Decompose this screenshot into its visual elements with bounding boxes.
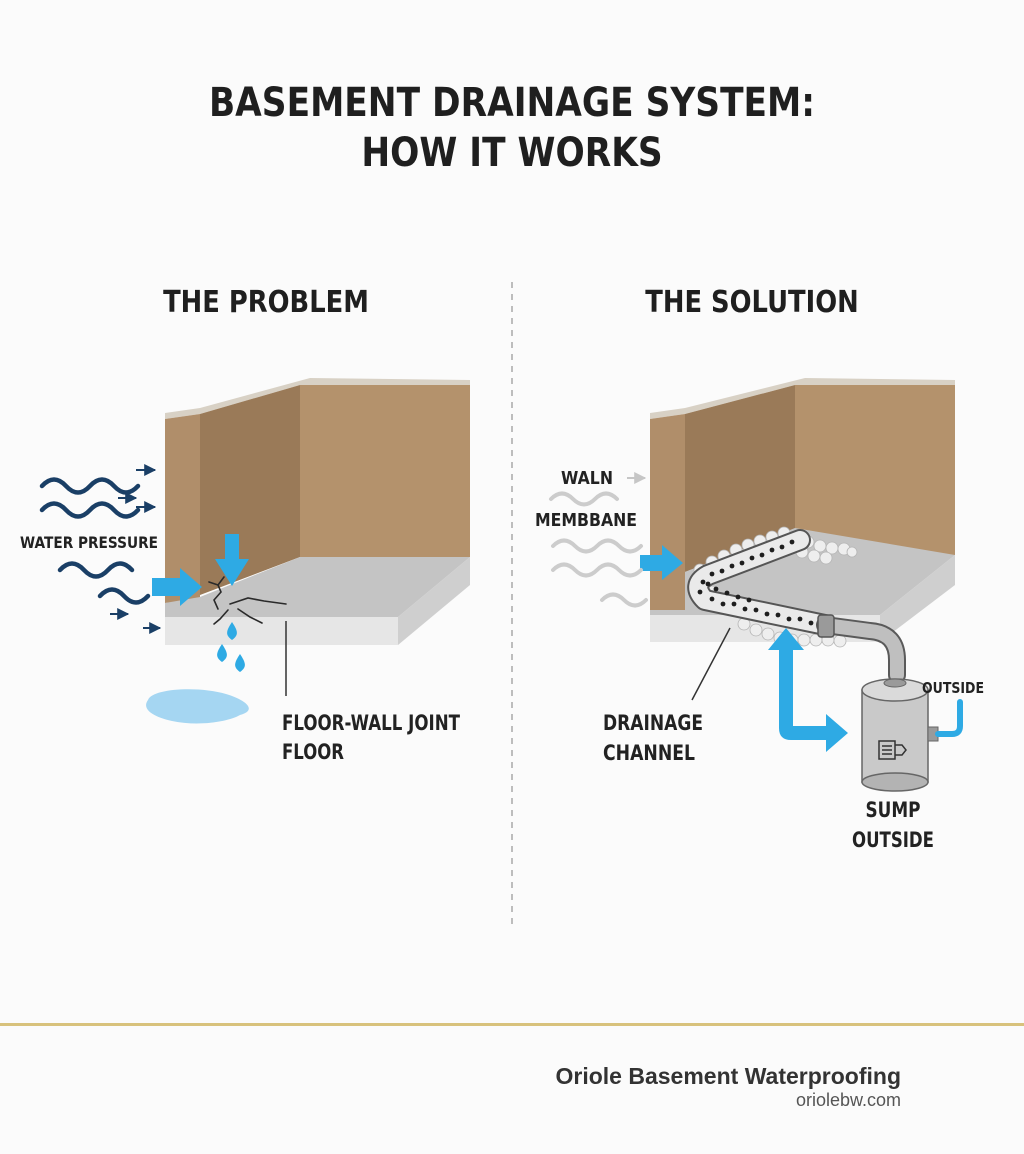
drainage-diagram: THE PROBLEM THE SOLUTION xyxy=(20,282,984,928)
gray-waves xyxy=(549,491,648,608)
problem-heading: THE PROBLEM xyxy=(163,284,369,319)
floor-label: FLOOR xyxy=(282,740,344,764)
wall-top xyxy=(165,378,470,419)
water-drops xyxy=(217,622,245,672)
solution-front-wall xyxy=(650,414,685,610)
sump-outside-label: OUTSIDE xyxy=(852,828,934,852)
company-url[interactable]: oriolebw.com xyxy=(795,1090,901,1110)
floor-surface xyxy=(165,557,470,617)
discharge-pipe xyxy=(818,618,904,682)
drainage-label: DRAINAGE xyxy=(603,711,703,735)
water-pressure-label: WATER PRESSURE xyxy=(20,533,158,552)
front-wall xyxy=(165,414,200,603)
title-line-1: BASEMENT DRAINAGE SYSTEM: xyxy=(208,80,816,126)
pipe-perforations xyxy=(697,539,814,626)
footer-divider xyxy=(0,1023,1024,1026)
solution-side-wall xyxy=(685,385,795,572)
page-title: BASEMENT DRAINAGE SYSTEM: HOW IT WORKS xyxy=(72,78,953,178)
outlet-flow-arrow xyxy=(935,699,963,737)
channel-label: CHANNEL xyxy=(603,741,695,765)
solution-wall-top xyxy=(650,378,955,419)
sump-flow-arrow xyxy=(768,628,848,752)
channel-leader-line xyxy=(691,627,731,701)
solution-heading: THE SOLUTION xyxy=(645,284,858,319)
company-name: Oriole Basement Waterproofing xyxy=(555,1063,901,1089)
floor-front xyxy=(165,617,398,645)
drainage-pipe xyxy=(689,531,834,634)
sump-label: SUMP xyxy=(866,798,921,822)
crack xyxy=(208,576,287,625)
sump-pump xyxy=(861,678,939,792)
membrane-arrow xyxy=(640,545,683,580)
solution-floor-side xyxy=(880,555,955,642)
water-puddle xyxy=(146,689,249,724)
solution-back-wall xyxy=(795,380,955,555)
title-line-2: HOW IT WORKS xyxy=(361,130,663,176)
membrane-label: MEMBBANE xyxy=(535,510,637,531)
water-pressure-waves xyxy=(39,477,151,605)
pressure-arrows xyxy=(110,464,162,634)
pipe-coupling xyxy=(817,614,835,638)
floor-side xyxy=(398,557,470,645)
solution-illustration: WALN MEMBBANE DRAINAGE CHANNEL OUTSIDE S… xyxy=(535,378,984,852)
downward-pressure-arrow xyxy=(215,534,249,586)
pump-motor-icon xyxy=(878,740,907,760)
wall-label: WALN xyxy=(561,468,613,489)
floor-wall-joint-label: FLOOR-WALL JOINT xyxy=(282,711,461,735)
problem-illustration: WATER PRESSURE FLOOR-WALL JOINT FLOOR xyxy=(20,378,470,764)
back-wall xyxy=(300,380,470,557)
outside-label: OUTSIDE xyxy=(922,679,984,697)
lateral-pressure-arrow xyxy=(152,568,202,606)
